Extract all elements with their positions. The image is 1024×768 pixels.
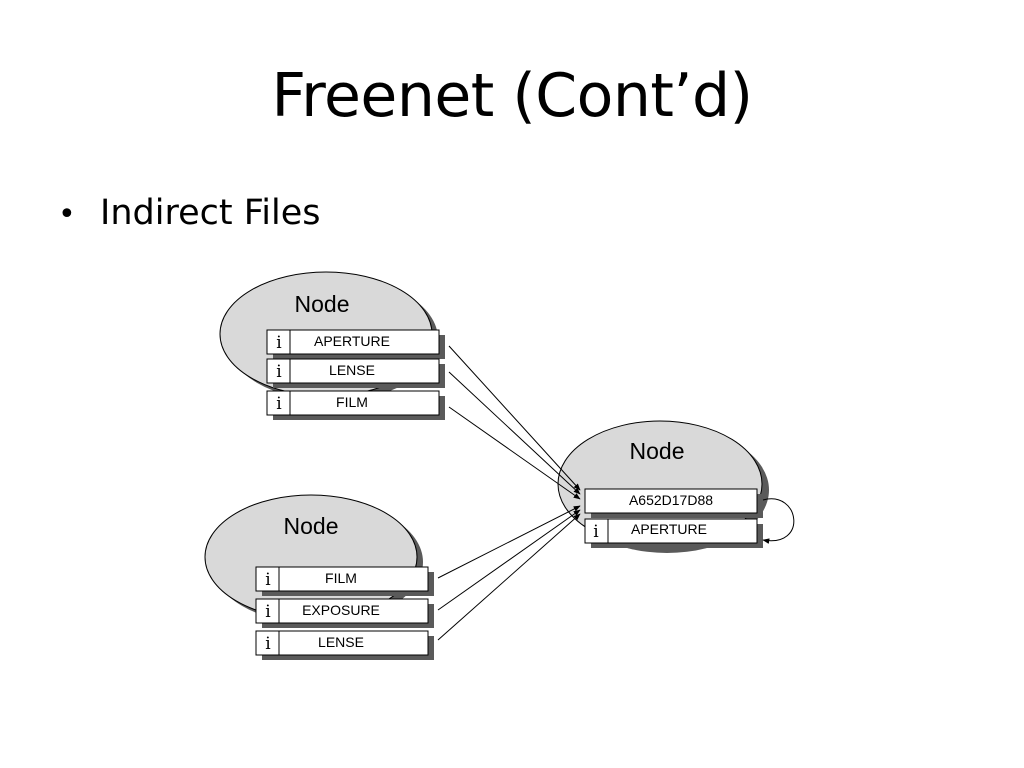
indirect-marker: i	[276, 362, 282, 382]
bullet-marker: •	[58, 197, 76, 232]
bullet-text: Indirect Files	[100, 193, 321, 233]
arrow-exposure-to-hash	[437, 509, 581, 611]
record-box	[255, 630, 429, 656]
self-reference-arrow	[762, 498, 795, 544]
arrow-film-to-hash	[437, 505, 581, 579]
record-box	[266, 390, 440, 416]
indirect-marker: i	[265, 570, 271, 590]
node-title: Node	[284, 513, 339, 539]
indirect-marker: i	[265, 634, 271, 654]
record-label: FILM	[325, 570, 357, 586]
record-row: i LENSE	[266, 358, 445, 388]
record-row: i FILM	[266, 390, 445, 420]
indirect-marker: i	[276, 394, 282, 414]
record-box	[584, 518, 758, 544]
node-right: Node A652D17D88 i APERTURE	[557, 420, 795, 553]
bullet-item: • Indirect Files	[58, 190, 321, 238]
record-label: FILM	[336, 394, 368, 410]
arrow-lense-to-hash	[437, 513, 581, 641]
slide-title: Freenet (Cont’d)	[271, 61, 754, 131]
record-row: i APERTURE	[584, 518, 763, 548]
record-box	[584, 488, 758, 514]
node-title: Node	[295, 291, 350, 317]
connector-arrows	[437, 345, 581, 641]
record-label: APERTURE	[314, 333, 390, 349]
record-label: LENSE	[329, 362, 375, 378]
record-row: i FILM	[255, 566, 434, 596]
record-box	[266, 358, 440, 384]
indirect-marker: i	[265, 602, 271, 622]
record-row: i LENSE	[255, 630, 434, 660]
arrow-lense-to-hash	[448, 371, 581, 495]
record-row: A652D17D88	[584, 488, 763, 518]
node-bottom-left: Node i FILM i EXPOSURE i LENSE	[204, 494, 434, 660]
record-box	[255, 598, 429, 624]
record-label: A652D17D88	[629, 492, 713, 508]
record-row: i APERTURE	[266, 329, 445, 359]
record-label: EXPOSURE	[302, 602, 380, 618]
record-label: APERTURE	[631, 521, 707, 537]
arrow-aperture-to-hash	[448, 345, 581, 491]
node-top-left: Node i APERTURE i LENSE i FILM	[219, 271, 445, 420]
record-row: i EXPOSURE	[255, 598, 434, 628]
record-box	[255, 566, 429, 592]
record-box	[266, 329, 440, 355]
indirect-marker: i	[276, 333, 282, 353]
indirect-marker: i	[593, 522, 599, 542]
node-title: Node	[630, 438, 685, 464]
record-label: LENSE	[318, 634, 364, 650]
arrow-film-to-hash	[448, 406, 581, 500]
